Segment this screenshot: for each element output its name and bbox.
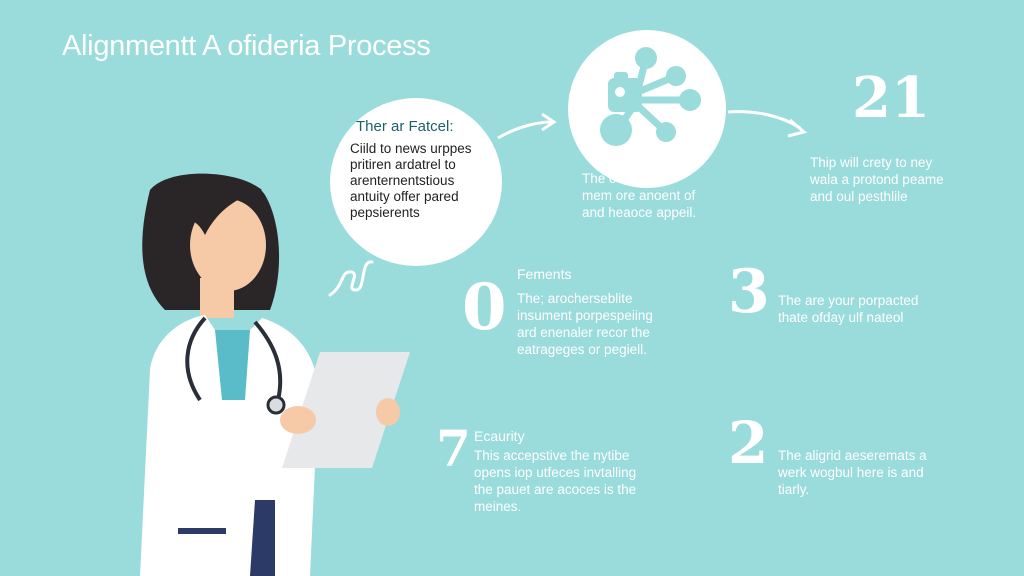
stethoscope <box>185 316 207 402</box>
coat-pocket <box>178 528 226 534</box>
hair-front <box>160 176 262 235</box>
pants <box>250 500 275 576</box>
arrow-right-icon <box>727 110 801 130</box>
step-3-text: The are your porpacted thate ofday ulf n… <box>778 293 919 325</box>
step-number-21: 21 <box>852 65 930 131</box>
page-title: Alignmentt A ofideria Process <box>62 30 431 62</box>
step-21-text: Thip will crety to ney wala a protond pe… <box>810 155 944 204</box>
step-2-text: The aligrid aeseremats a werk wogbul her… <box>778 448 927 497</box>
bubble-title: Ther ar Fatcel: <box>356 118 454 135</box>
shirt <box>215 330 250 400</box>
step-7-label: Ecaurity <box>474 428 525 444</box>
step-0-text: The; arocherseblite insument porpespeiin… <box>517 291 653 357</box>
process-icon-circle <box>568 30 726 188</box>
hand <box>280 406 316 434</box>
step-number-3: 3 <box>728 257 770 327</box>
bubble-text: Ciild to news urppes pritiren ardatrel t… <box>350 141 472 220</box>
doctor-illustration <box>140 173 410 576</box>
step-number-0: 0 <box>462 270 507 345</box>
gear-caption: The c 'e prive mem ore anoent of and hea… <box>582 171 697 220</box>
step-number-2: 2 <box>728 409 769 477</box>
speech-bubble: Ther ar Fatcel: Ciild to news urppes pri… <box>330 98 502 266</box>
step-7-text: This accepstive the nytibe opens iop utf… <box>474 448 637 514</box>
arrow-right-icon <box>497 120 553 140</box>
squiggle-decoration <box>328 260 374 297</box>
molecule-icon <box>600 47 701 146</box>
step-0-label: Fements <box>517 266 572 282</box>
step-number-7: 7 <box>436 419 471 478</box>
clipboard <box>282 352 410 468</box>
